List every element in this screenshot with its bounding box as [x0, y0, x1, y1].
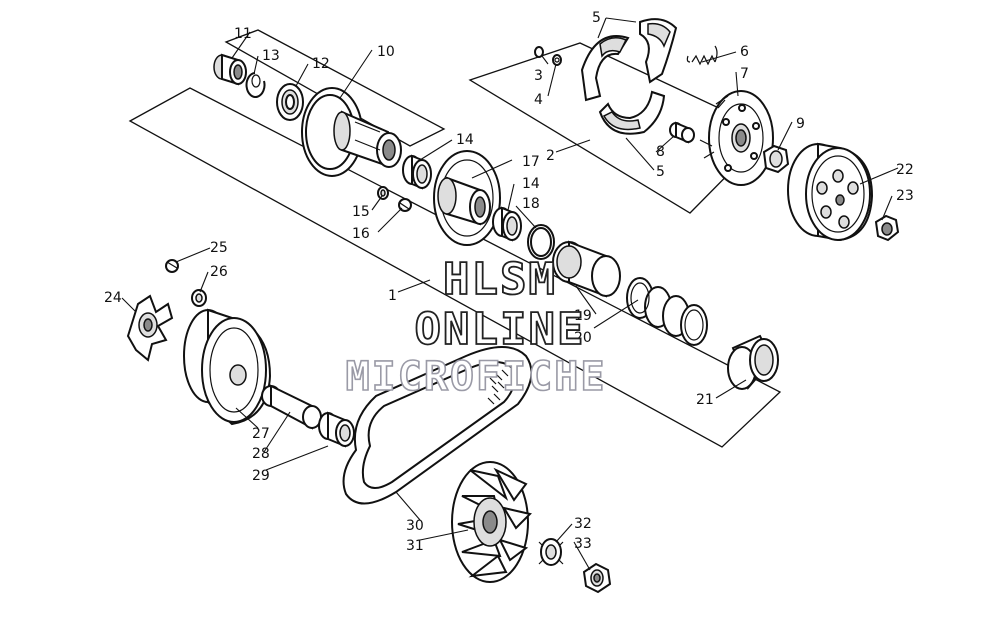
- clutch-shoe-5-lower: [598, 90, 666, 135]
- fixed-drive-face-17: [433, 150, 501, 246]
- callout-11: 11: [234, 26, 252, 42]
- callout-17: 17: [522, 154, 540, 170]
- bushing-11: [213, 53, 247, 86]
- callout-24: 24: [104, 290, 122, 306]
- drive-belt-30: [342, 346, 533, 505]
- callout-29: 29: [252, 468, 270, 484]
- callout-18: 18: [522, 196, 540, 212]
- seal-12: [276, 83, 304, 121]
- callout-12: 12: [312, 56, 330, 72]
- washer-32: [538, 538, 564, 566]
- callout-15: 15: [352, 204, 370, 220]
- callout-2: 2: [546, 148, 555, 164]
- callout-27: 27: [252, 426, 270, 442]
- clutch-shoe-5-upper: [580, 35, 630, 102]
- spring-6: [686, 45, 718, 66]
- callout-8: 8: [656, 144, 665, 160]
- assembly-frame-1: [128, 87, 782, 448]
- cup-21: [727, 334, 779, 390]
- bushing-14-upper: [402, 154, 432, 190]
- bushing-29: [318, 411, 355, 448]
- bushing-14-lower: [492, 206, 522, 242]
- callout-10: 10: [377, 44, 395, 60]
- ramp-plate-24: [126, 294, 174, 362]
- callout-5-bottom: 5: [656, 164, 665, 180]
- callout-32: 32: [574, 516, 592, 532]
- callout-5-top: 5: [592, 10, 601, 26]
- callout-30: 30: [406, 518, 424, 534]
- callout-22: 22: [896, 162, 914, 178]
- callout-31: 31: [406, 538, 424, 554]
- spring-20: [626, 277, 708, 346]
- callout-1: 1: [388, 288, 397, 304]
- callout-numbers: 1 2 3 4 5 5 6 7 8 9 10 11 12 13 14 14 15…: [104, 10, 914, 554]
- pin-15: [377, 186, 389, 200]
- o-ring-18: [527, 224, 555, 260]
- sleeve-28: [261, 384, 322, 430]
- bushing-8: [669, 121, 695, 144]
- callout-6: 6: [740, 44, 749, 60]
- callout-20: 20: [574, 330, 592, 346]
- callout-3: 3: [534, 68, 543, 84]
- clutch-carrier-7: [699, 90, 774, 186]
- callout-21: 21: [696, 392, 714, 408]
- callout-19: 19: [574, 308, 592, 324]
- movable-drive-face-10: [301, 87, 402, 177]
- driven-sheave-27: [183, 308, 272, 426]
- watermark-line-hlsm: HLSM: [442, 253, 557, 306]
- clutch-shoe-5-top: [639, 18, 678, 84]
- watermark-line-microfiche: MICROFICHE: [345, 353, 607, 401]
- callout-33: 33: [574, 536, 592, 552]
- washer-3: [534, 46, 544, 58]
- callout-25: 25: [210, 240, 228, 256]
- callout-26: 26: [210, 264, 228, 280]
- e-clip-4: [552, 54, 562, 66]
- nut-33: [582, 562, 612, 594]
- nut-23: [874, 214, 900, 242]
- callout-9: 9: [796, 116, 805, 132]
- bushing-26: [191, 289, 207, 307]
- callout-13: 13: [262, 48, 280, 64]
- clutch-drum-22: [787, 142, 874, 242]
- nut-9: [762, 144, 790, 174]
- callout-14-upper: 14: [456, 132, 474, 148]
- watermark-line-online: ONLINE: [414, 303, 586, 356]
- leader-lines: [121, 17, 899, 571]
- bushing-25: [165, 259, 179, 273]
- callout-14-lower: 14: [522, 176, 540, 192]
- circlip-13: [245, 72, 266, 98]
- callout-4: 4: [534, 92, 543, 108]
- collar-19: [552, 240, 621, 298]
- callout-23: 23: [896, 188, 914, 204]
- callout-16: 16: [352, 226, 370, 242]
- callout-28: 28: [252, 446, 270, 462]
- fan-31: [451, 461, 532, 583]
- callout-7: 7: [740, 66, 749, 82]
